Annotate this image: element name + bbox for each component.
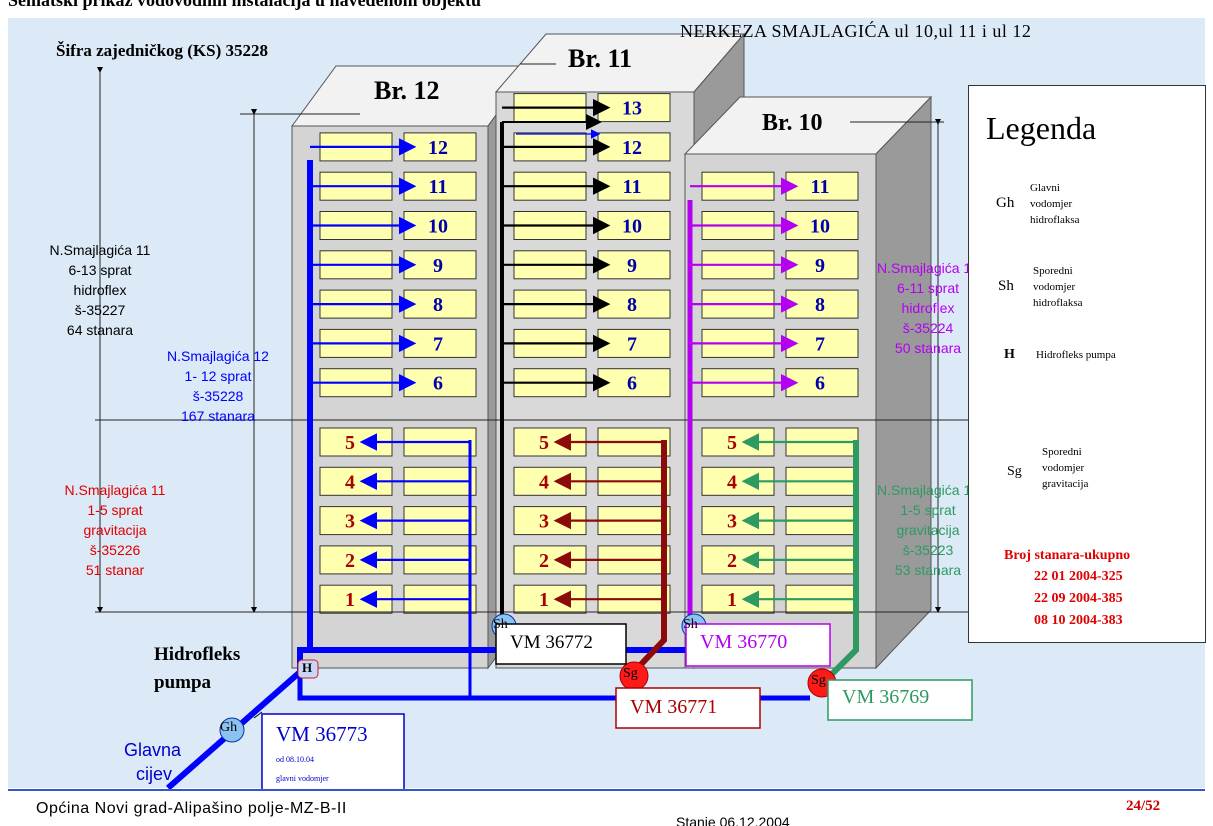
sg-10-symbol: Sg [811,673,826,688]
vm36772-label: VM 36772 [510,632,593,653]
floor-number-b10-7: 7 [815,333,825,355]
floor-number-b11-12: 12 [622,137,642,159]
legend-panel [968,85,1206,643]
page-title: Šematski prikaz vodovodnih instalacija u… [8,0,482,10]
floor-number-b10-5: 5 [727,432,737,454]
vm36771-box [615,687,761,729]
vm36773-sub1: od 08.10.04 [276,755,314,764]
floor-number-b12-8: 8 [433,294,443,316]
floor-number-b10-2: 2 [727,550,737,572]
sh-12-symbol: Sh [493,617,508,632]
floor-number-b12-11: 11 [429,176,448,198]
totals-row-3: 08 10 2004-383 [1034,613,1123,628]
vm36769-box [827,679,973,721]
floor-number-b10-9: 9 [815,255,825,277]
legend-h-text: Hidrofleks pumpa [1036,349,1116,361]
pump-label-2: pumpa [154,672,212,693]
floor-number-b12-7: 7 [433,333,443,355]
floor-number-b11-4: 4 [539,471,549,493]
floor-number-b10-6: 6 [815,373,825,395]
floor-number-b12-9: 9 [433,255,443,277]
vm36771-label: VM 36771 [630,696,718,718]
footer-left: Općina Novi grad-Alipašino polje-MZ-B-II [36,800,347,817]
pump-label-1: Hidrofleks [154,644,241,665]
shared-code: Šifra zajedničkog (KS) 35228 [56,41,269,60]
building-10-side [875,95,932,670]
floor-number-b11-8: 8 [627,294,637,316]
floor-number-b11-2: 2 [539,550,549,572]
vm36773-label: VM 36773 [276,722,368,746]
floor-number-b12-12: 12 [428,137,448,159]
vm36772-box [495,623,627,665]
floor-number-b10-11: 11 [811,176,830,198]
diagram-dynamic-layer: 1211109876543211312111098765432111109876… [310,93,859,614]
floor-number-b10-4: 4 [727,471,737,493]
vm36770-label: VM 36770 [700,631,788,653]
footer-center: Stanje 06.12.2004 [676,814,790,826]
vm36769-label: VM 36769 [842,686,930,708]
legend-gh-symbol: Gh [996,195,1015,211]
floor-number-b11-1: 1 [539,589,549,611]
building-10-label: Br. 10 [762,110,823,136]
h-pump [297,659,319,679]
legend-sh-symbol: Sh [998,278,1014,294]
main-pipe-label-2: cijev [136,764,173,784]
address-title: NERKEZA SMAJLAGIĆA ul 10,ul 11 i ul 12 [680,21,1032,41]
floor-number-b11-7: 7 [627,333,637,355]
floor-number-b11-6: 6 [627,373,637,395]
sh-10-symbol: Sh [683,617,698,632]
floor-number-b10-10: 10 [810,216,830,238]
floor-number-b12-2: 2 [345,550,355,572]
totals-row-2: 22 09 2004-385 [1034,591,1123,606]
sg-11-symbol: Sg [623,666,638,681]
legend-h-symbol: H [1004,347,1015,362]
floor-number-b11-9: 9 [627,255,637,277]
building-11-label: Br. 11 [568,44,633,73]
vm36770-box [685,623,831,667]
floor-number-b12-4: 4 [345,471,355,493]
legend-title: Legenda [986,110,1097,146]
floor-number-b12-1: 1 [345,589,355,611]
vm36773-box [261,713,405,791]
footer-page: 24/52 [1126,798,1161,814]
floor-number-b12-6: 6 [433,373,443,395]
totals-title: Broj stanara-ukupno [1004,548,1131,563]
floor-number-b11-13: 13 [622,98,642,120]
vm36773-sub2: glavni vodomjer [276,774,329,783]
floor-number-b10-3: 3 [727,511,737,533]
h-symbol: H [302,660,313,675]
gh-symbol: Gh [220,720,238,735]
floor-number-b12-10: 10 [428,216,448,238]
floor-number-b11-10: 10 [622,216,642,238]
dimension-lines [95,63,1000,613]
floor-number-b11-11: 11 [623,176,642,198]
floor-number-b10-1: 1 [727,589,737,611]
floor-number-b11-5: 5 [539,432,549,454]
legend-sg-symbol: Sg [1007,464,1022,479]
floor-number-b11-3: 3 [539,511,549,533]
totals-row-1: 22 01 2004-325 [1034,569,1123,584]
floor-number-b12-3: 3 [345,511,355,533]
floor-number-b10-8: 8 [815,294,825,316]
floor-number-b12-5: 5 [345,432,355,454]
gh-meter [219,717,245,743]
main-pipe-label-1: Glavna [124,740,182,760]
building-12-label: Br. 12 [374,76,440,105]
